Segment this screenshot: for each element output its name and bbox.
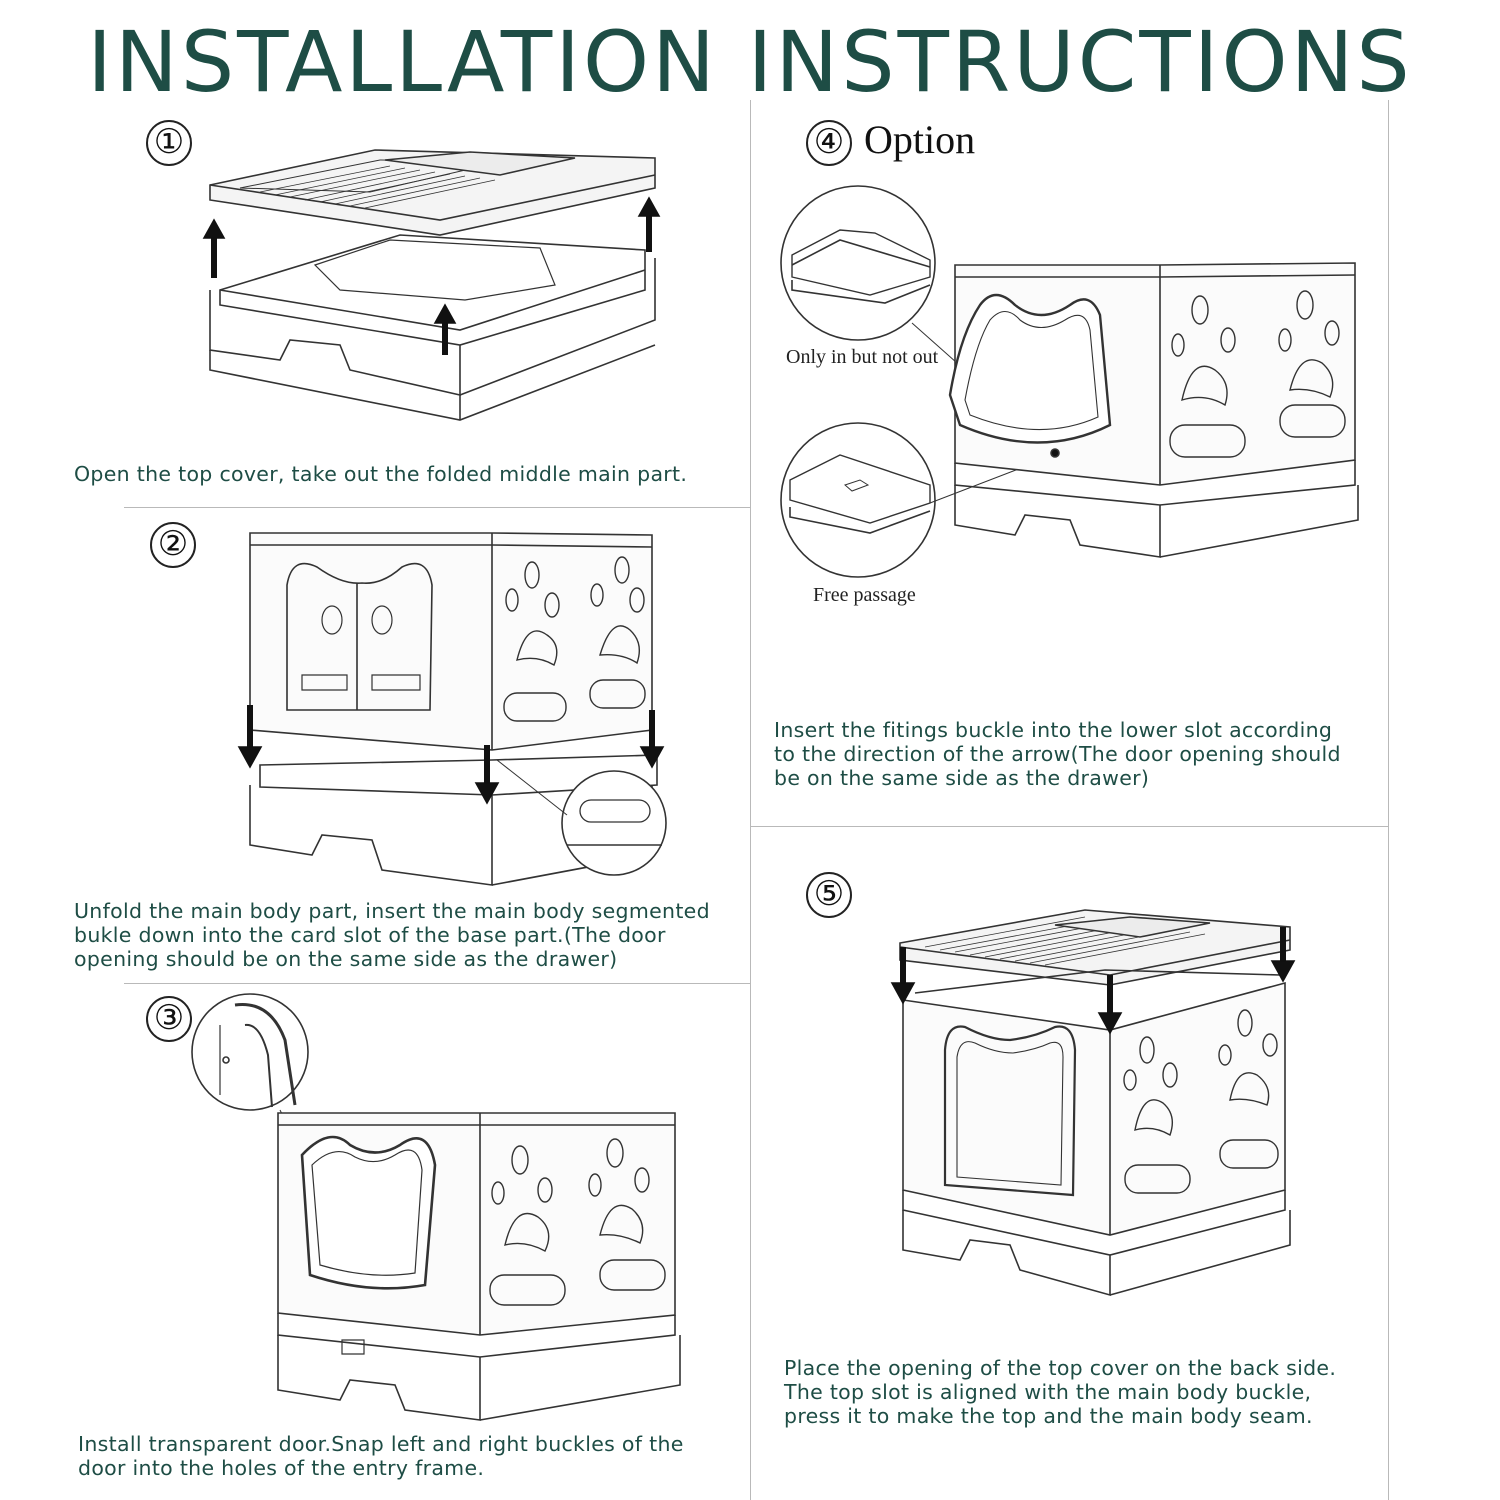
right-border <box>1388 100 1389 1500</box>
step-2-caption: Unfold the main body part, insert the ma… <box>74 899 710 971</box>
step-3-illustration <box>190 995 690 1425</box>
step-5-caption: Place the opening of the top cover on th… <box>784 1356 1337 1428</box>
step-5-illustration <box>885 905 1305 1305</box>
page-title: INSTALLATION INSTRUCTIONS <box>87 13 1413 111</box>
step-5-number: ⑤ <box>806 872 852 918</box>
step-2-number: ② <box>150 522 196 568</box>
step-1-number: ① <box>146 120 192 166</box>
step-1-illustration <box>200 140 670 440</box>
callout-only-in-not-out: Only in but not out <box>786 346 939 368</box>
step-4-illustration <box>780 185 1380 585</box>
divider-step2-step3 <box>124 983 750 984</box>
step-4-caption: Insert the fitings buckle into the lower… <box>774 718 1341 790</box>
callout-free-passage: Free passage <box>813 584 916 606</box>
divider-step1-step2 <box>124 507 750 508</box>
step-4-number: ④ <box>806 120 852 166</box>
step-3-caption: Install transparent door.Snap left and r… <box>78 1432 684 1480</box>
step-3-number: ③ <box>146 996 192 1042</box>
step-1-caption: Open the top cover, take out the folded … <box>74 462 688 486</box>
column-divider <box>750 100 751 1500</box>
step-2-illustration <box>232 525 672 890</box>
divider-step4-step5 <box>750 826 1388 827</box>
option-label: Option <box>864 117 976 162</box>
